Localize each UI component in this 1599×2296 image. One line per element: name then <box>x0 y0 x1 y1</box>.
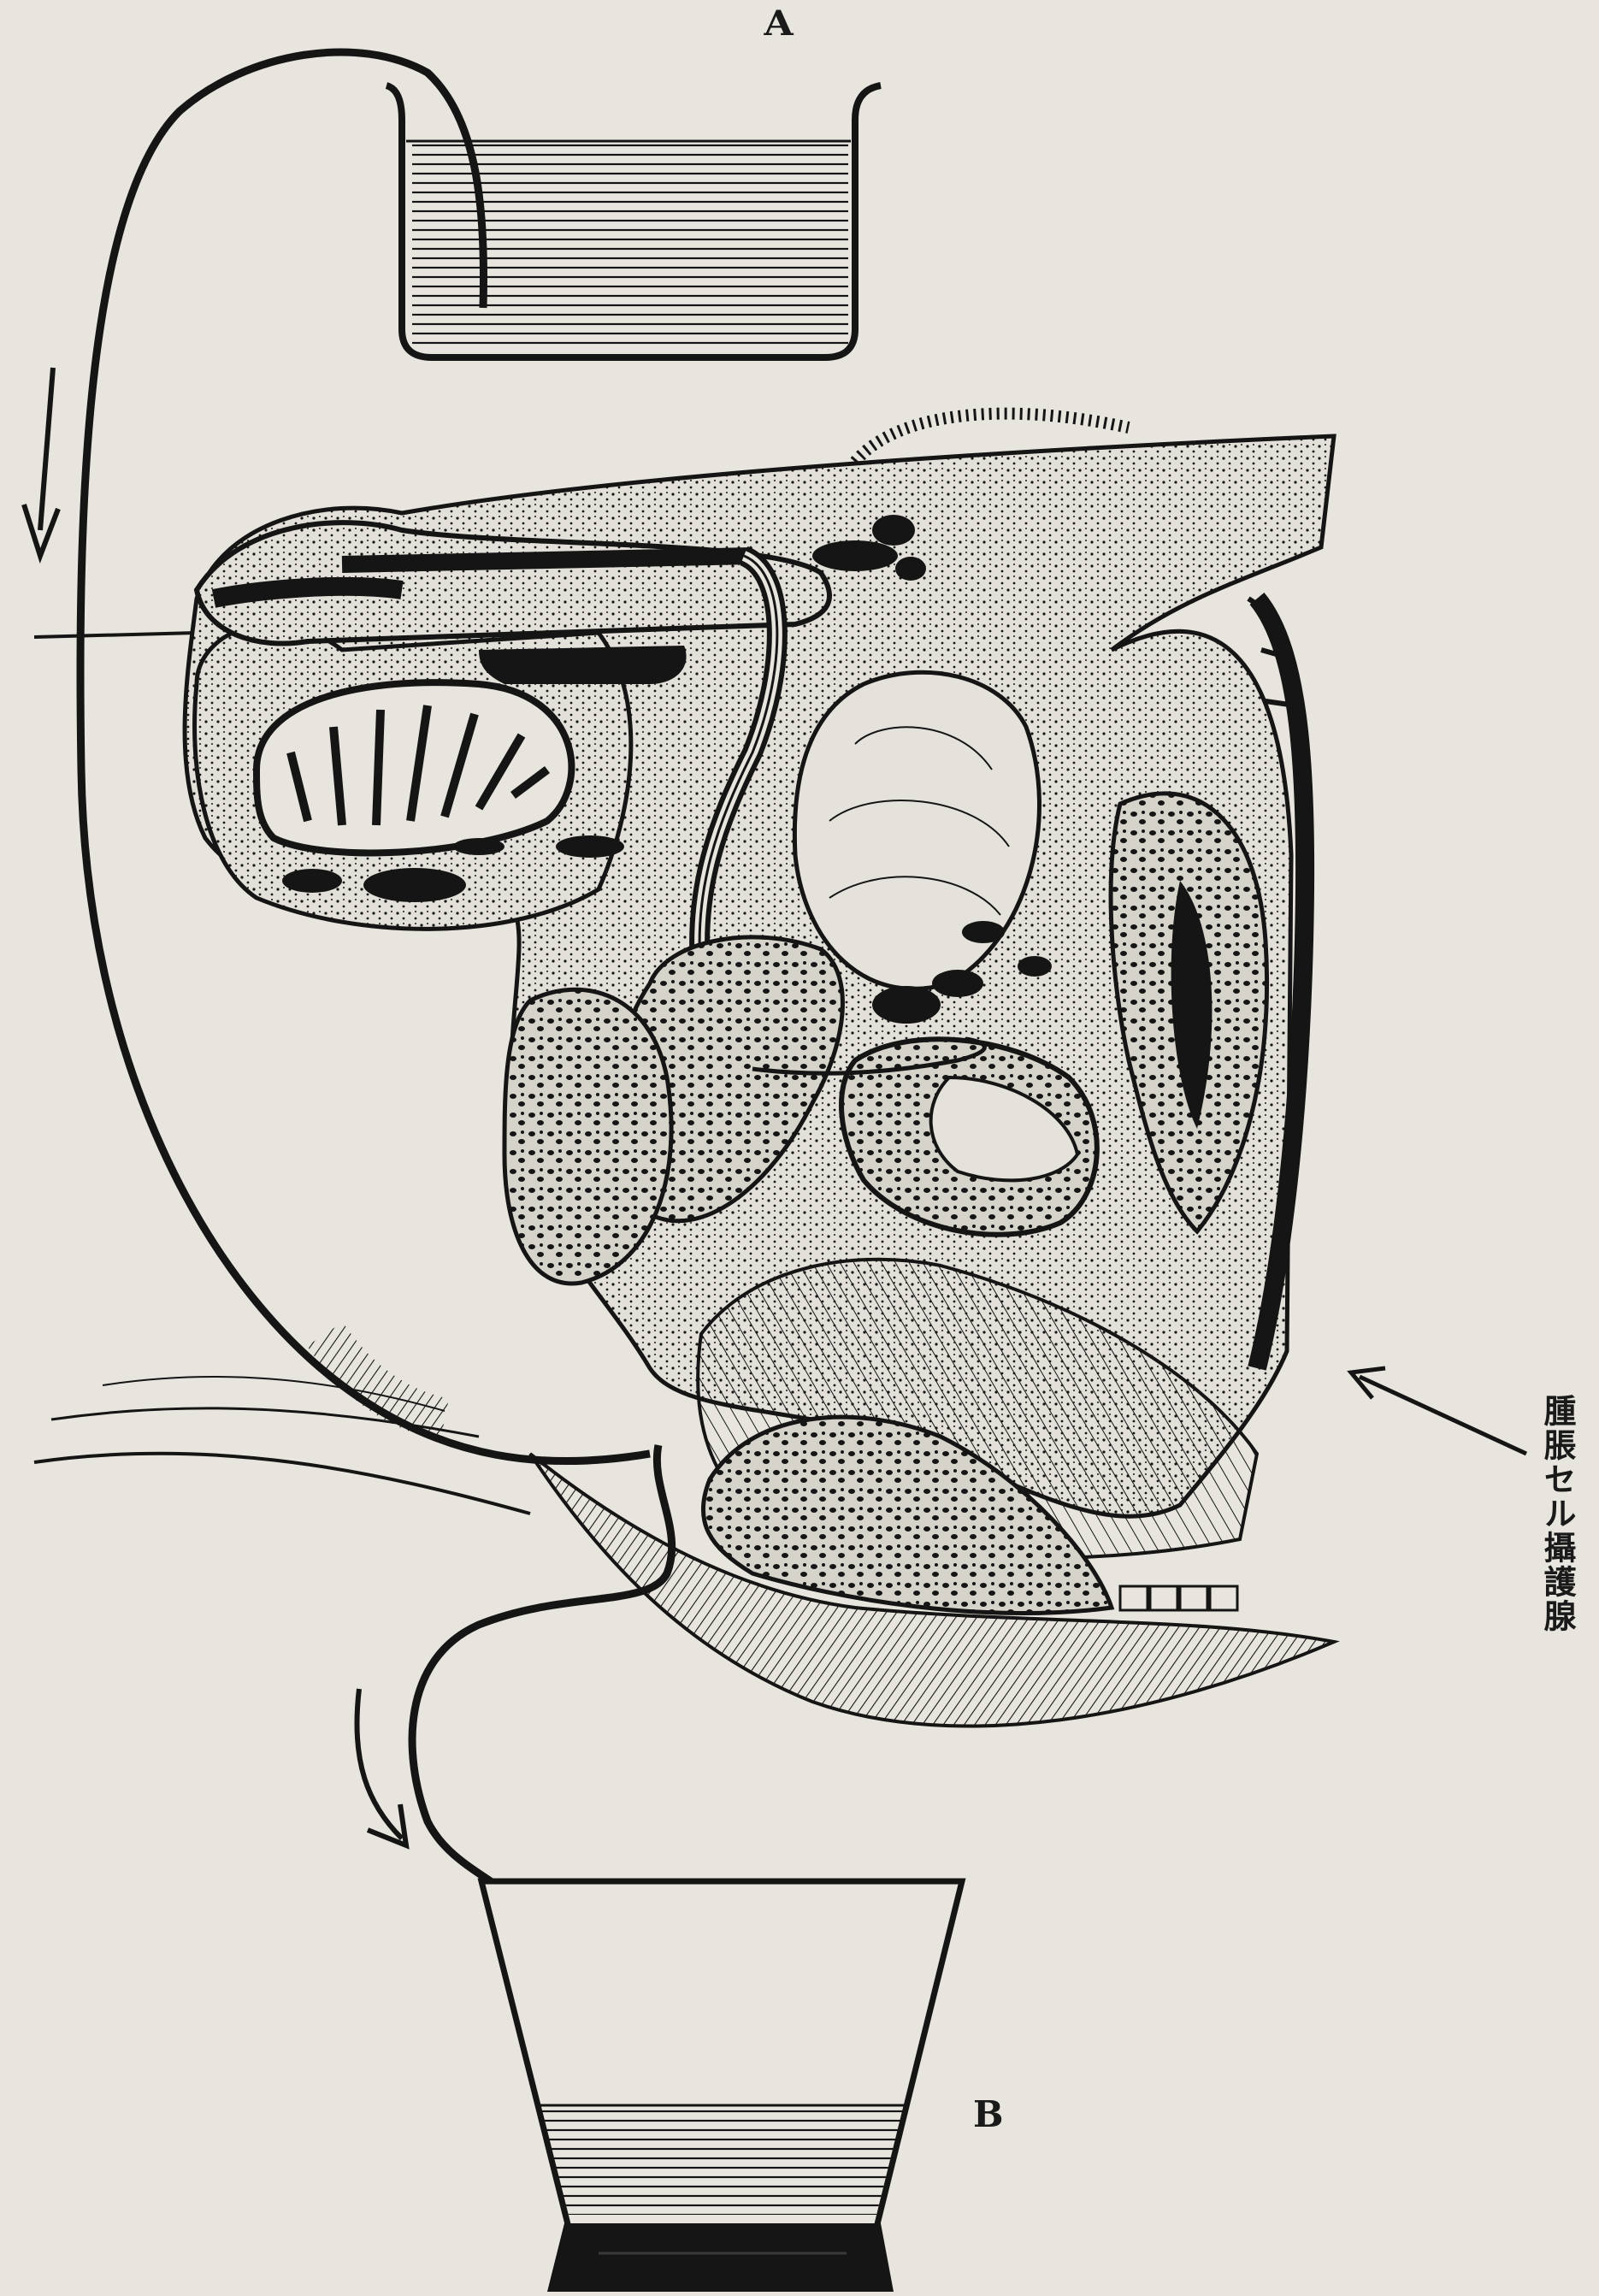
arrow-left-icon <box>1351 1368 1526 1454</box>
vessel-b <box>481 1881 962 2292</box>
arrow-curved-down-icon <box>357 1689 406 1845</box>
anatomical-section <box>34 414 1334 1726</box>
arrow-down-icon <box>24 368 58 556</box>
reference-line <box>34 633 197 637</box>
swollen-prostate-caption: 腫脹セル攝護腺 <box>1543 1394 1581 1633</box>
vessel-a-label: A <box>764 7 793 41</box>
vessel-b-label: B <box>973 2097 1004 2133</box>
